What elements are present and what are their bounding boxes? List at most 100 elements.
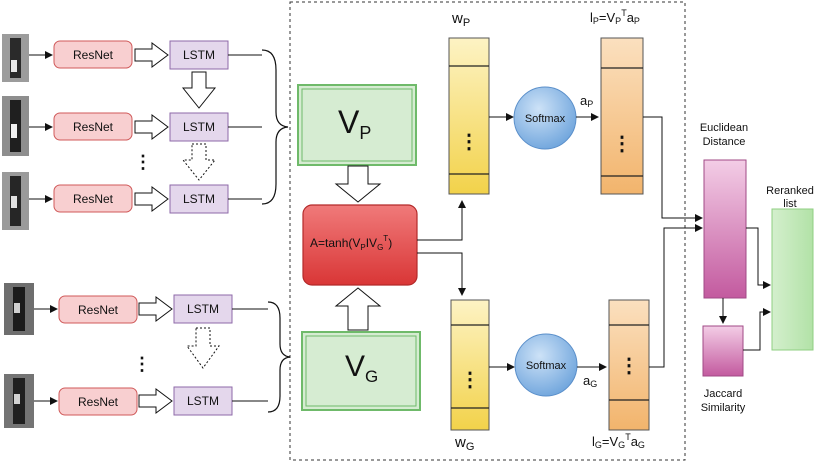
lg-formula-a: a (630, 434, 638, 449)
ap-label-main: a (580, 93, 588, 108)
vp-to-attention-arrow (334, 165, 382, 203)
euclidean-label-line2: Distance (703, 136, 746, 148)
vp-label-sub: P (359, 123, 372, 143)
lp-formula-l: l (590, 10, 593, 25)
gallery-resnet-label-2: ResNet (78, 395, 119, 409)
reranked-label-line2: list (783, 198, 796, 210)
lg-formula-sup: T (625, 432, 631, 442)
euclidean-label-line1: Euclidean (700, 122, 748, 134)
vp-label: VP (338, 104, 372, 143)
probe-resnet-label-1: ResNet (73, 48, 114, 62)
probe-lstm-box-3 (169, 184, 229, 214)
probe-lstm-box-1 (169, 40, 229, 70)
gallery-dashed-down-arrow (186, 327, 220, 369)
wg-vector (450, 299, 490, 431)
probe-hollow-down-arrow (181, 71, 217, 109)
gallery-lstm-label-1: LSTM (187, 302, 219, 316)
vg-label: VG (345, 350, 379, 386)
lg-formula-eq: =V (601, 434, 619, 449)
wp-vector (448, 37, 490, 195)
wp-label-sub: P (462, 17, 471, 29)
attention-matrix-box (302, 204, 418, 286)
gallery-frame-image-2 (4, 374, 34, 428)
probe-lstm-box-2 (169, 112, 229, 142)
attention-formula-prefix: A=tanh(V (310, 236, 361, 250)
euclidean-distance-bar (703, 159, 747, 299)
softmax-label-bottom: Softmax (526, 360, 567, 372)
softmax-circle-top (513, 86, 577, 150)
vg-matrix-box (301, 331, 421, 411)
gallery-resnet-box-1 (58, 295, 138, 324)
probe-frame-image-1 (2, 34, 29, 82)
lp-ellipsis: ⋮ (612, 133, 632, 155)
lp-formula-sup: T (621, 8, 627, 18)
lp-formula-eq: =V (598, 10, 616, 25)
probe-resnet-box-3 (53, 184, 133, 213)
lp-formula-vsub: P (615, 16, 622, 26)
wp-ellipsis: ⋮ (459, 131, 479, 153)
probe-hollow-arrow-3 (134, 186, 169, 212)
attention-region-border (289, 1, 686, 461)
probe-dashed-down-arrow (181, 143, 217, 181)
jaccard-label-line1: Jaccard (704, 388, 743, 400)
gallery-hollow-arrow-2 (138, 388, 173, 414)
probe-lstm-label-2: LSTM (183, 120, 215, 134)
gallery-ellipsis: ⋮ (133, 354, 151, 374)
wg-label: wG (455, 434, 474, 453)
attention-formula-sub1: P (360, 243, 366, 252)
ag-label-main: a (583, 373, 591, 388)
lg-formula-l: l (592, 434, 595, 449)
vp-label-main: V (338, 104, 360, 140)
lg-formula: lG=VGTaG (592, 432, 645, 450)
probe-lstm-label-1: LSTM (183, 48, 215, 62)
ap-label-sub: P (587, 99, 594, 109)
gallery-hollow-arrow-1 (138, 296, 173, 322)
gallery-frame-image-1 (4, 283, 34, 335)
probe-frame-image-2 (2, 96, 29, 156)
jaccard-similarity-bar (702, 325, 744, 377)
vg-to-attention-arrow (334, 287, 382, 331)
probe-resnet-label-2: ResNet (73, 120, 114, 134)
vp-matrix-box (297, 84, 417, 166)
lg-formula-vsub: G (618, 440, 626, 450)
lp-formula: lP=VPTaP (590, 8, 640, 26)
wp-label: wP (452, 10, 471, 29)
wg-ellipsis: ⋮ (460, 369, 480, 391)
vg-label-sub: G (365, 367, 379, 386)
vg-label-main: V (345, 350, 366, 383)
probe-lstm-label-3: LSTM (183, 192, 215, 206)
attention-formula: A=tanh(VPIVGT) (310, 234, 393, 252)
probe-resnet-box-2 (53, 112, 133, 141)
attention-formula-sup: T (383, 234, 389, 243)
probe-hollow-arrow-1 (134, 42, 169, 68)
attention-formula-suffix: ) (388, 236, 393, 250)
wg-label-main: w (455, 434, 466, 451)
lp-formula-lsub: P (592, 16, 599, 26)
gallery-resnet-label-1: ResNet (78, 303, 119, 317)
gallery-lstm-label-2: LSTM (187, 394, 219, 408)
lg-ellipsis: ⋮ (619, 355, 639, 377)
softmax-label-top: Softmax (525, 113, 566, 125)
probe-resnet-label-3: ResNet (73, 192, 114, 206)
probe-brace (261, 49, 289, 205)
lp-vector (600, 37, 644, 195)
lp-formula-asub: P (633, 16, 640, 26)
wp-label-main: w (452, 10, 463, 27)
ap-label: aP (580, 93, 594, 109)
jaccard-label-line2: Similarity (701, 402, 746, 414)
lg-vector (608, 299, 650, 431)
probe-hollow-arrow-2 (134, 114, 169, 140)
probe-resnet-box-1 (53, 40, 133, 69)
attention-formula-mid: IV (365, 236, 378, 250)
gallery-lstm-box-1 (173, 294, 233, 324)
ag-label-sub: G (590, 379, 598, 389)
ag-label: aG (583, 373, 598, 389)
lg-formula-asub: G (637, 440, 645, 450)
reranked-list-bar (771, 208, 814, 351)
probe-ellipsis: ⋮ (134, 152, 152, 172)
reranked-label-line1: Reranked (766, 185, 814, 197)
lp-formula-a: a (626, 10, 634, 25)
softmax-circle-bottom (514, 333, 578, 397)
